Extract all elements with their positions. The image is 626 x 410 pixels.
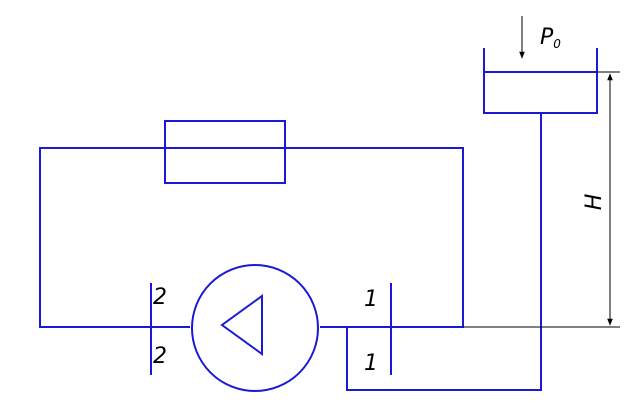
loop-pipeline (39, 147, 464, 328)
supply-pipeline (346, 113, 542, 391)
pump-circle (191, 264, 319, 392)
section-2-lower-label: 2 (153, 344, 167, 369)
section-1-lower-label: 1 (364, 351, 378, 376)
reservoir-tank (483, 48, 598, 114)
height-label: H (582, 194, 607, 211)
section-1-upper-label: 1 (364, 287, 378, 312)
section-2-upper-label: 2 (153, 285, 167, 310)
resistance-element (164, 120, 286, 184)
pump-triangle-icon (220, 294, 263, 356)
pressure-label: P0 (540, 25, 561, 51)
